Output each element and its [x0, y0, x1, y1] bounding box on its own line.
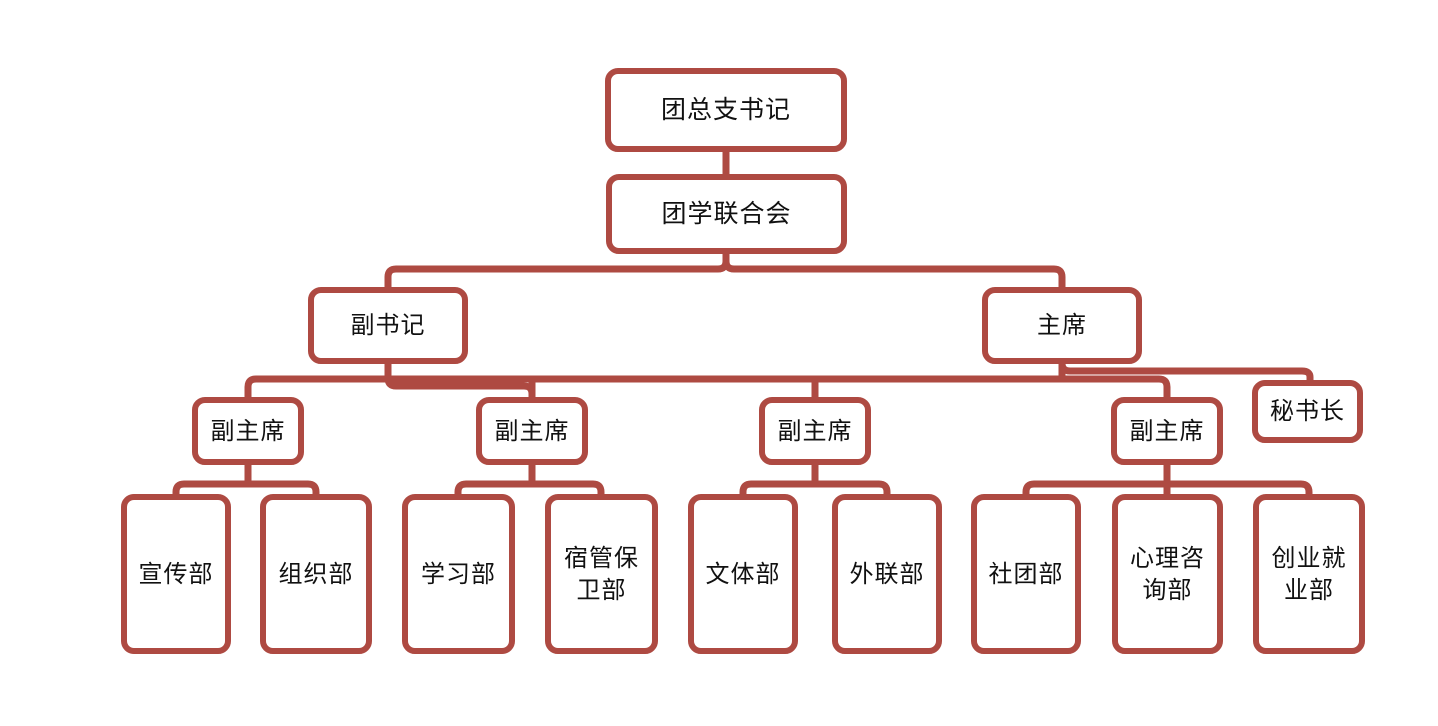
org-node-league-branch-secretary: 团总支书记 — [605, 68, 847, 152]
org-node-chairman: 主席 — [982, 287, 1142, 364]
org-node-deputy-secretary: 副书记 — [308, 287, 468, 364]
org-node-clubs-dept: 社团部 — [971, 494, 1081, 654]
org-node-external-liaison-dept: 外联部 — [832, 494, 942, 654]
connector-row4-spine — [244, 375, 1171, 405]
org-node-league-student-union: 团学联合会 — [606, 174, 847, 254]
org-node-dorm-security-dept: 宿管保卫部 — [545, 494, 658, 654]
org-node-vice-chairman-2: 副主席 — [476, 397, 588, 465]
org-node-publicity-dept: 宣传部 — [121, 494, 231, 654]
org-node-secretary-general: 秘书长 — [1252, 380, 1363, 443]
org-node-vice-chairman-3: 副主席 — [759, 397, 871, 465]
org-node-vice-chairman-4: 副主席 — [1111, 397, 1223, 465]
connector-union-chairman — [722, 245, 1066, 295]
org-node-culture-sports-dept: 文体部 — [688, 494, 798, 654]
connector-chairman-secretary-general — [1058, 358, 1314, 388]
org-node-psych-counseling-dept: 心理咨询部 — [1112, 494, 1223, 654]
org-node-vice-chairman-1: 副主席 — [192, 397, 304, 465]
org-node-organization-dept: 组织部 — [260, 494, 372, 654]
org-node-study-dept: 学习部 — [402, 494, 515, 654]
org-node-entrepreneurship-employment-dept: 创业就业部 — [1253, 494, 1365, 654]
